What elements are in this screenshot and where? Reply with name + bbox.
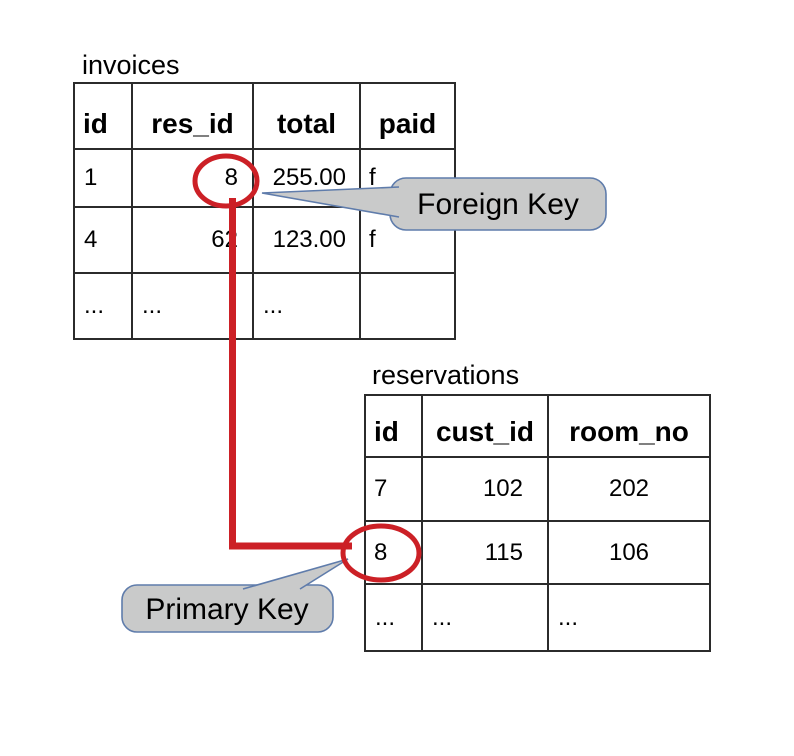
invoices-cell-r2-c3: 123.00: [252, 206, 361, 274]
reservations-cell-r3-c3: ...: [547, 583, 711, 652]
invoices-cell-r1-c2: 8: [131, 148, 254, 208]
invoices-header-paid: paid: [359, 82, 456, 150]
invoices-cell-r2-c4: f: [359, 206, 456, 274]
invoices-cell-r2-c1: 4: [73, 206, 133, 274]
primary-key-callout-bubble: [121, 584, 334, 633]
primary-key-callout-tail: [242, 558, 349, 590]
invoices-cell-r2-c2: 62: [131, 206, 254, 274]
invoices-cell-r1-c1: 1: [73, 148, 133, 208]
reservations-cell-r3-c1: ...: [364, 583, 423, 652]
invoices-cell-r3-c2: ...: [131, 272, 254, 340]
primary-key-callout-label: Primary Key: [145, 593, 308, 626]
reservations-cell-r1-c3: 202: [547, 456, 711, 522]
reservations-cell-r3-c2: ...: [421, 583, 549, 652]
reservations-row-3: .........: [364, 583, 711, 652]
invoices-cell-r1-c3: 255.00: [252, 148, 361, 208]
invoices-table-title: invoices: [82, 50, 180, 80]
reservations-header-cust_id: cust_id: [421, 394, 549, 458]
invoices-cell-r1-c4: f: [359, 148, 456, 208]
reservations-header-room_no: room_no: [547, 394, 711, 458]
invoices-cell-r3-c4: [359, 272, 456, 340]
reservations-header-id: id: [364, 394, 423, 458]
reservations-cell-r1-c2: 102: [421, 456, 549, 522]
invoices-cell-r3-c3: ...: [252, 272, 361, 340]
reservations-cell-r1-c1: 7: [364, 456, 423, 522]
invoices-cell-r3-c1: ...: [73, 272, 133, 340]
invoices-row-3: .........: [73, 272, 456, 340]
reservations-cell-r2-c2: 115: [421, 520, 549, 585]
invoices-header-id: id: [73, 82, 133, 150]
reservations-cell-r2-c3: 106: [547, 520, 711, 585]
primary-key-callout: Primary Key: [121, 558, 349, 633]
reservations-table-title: reservations: [372, 360, 520, 390]
reservations-cell-r2-c1: 8: [364, 520, 423, 585]
invoices-header-res_id: res_id: [131, 82, 254, 150]
invoices-header-total: total: [252, 82, 361, 150]
